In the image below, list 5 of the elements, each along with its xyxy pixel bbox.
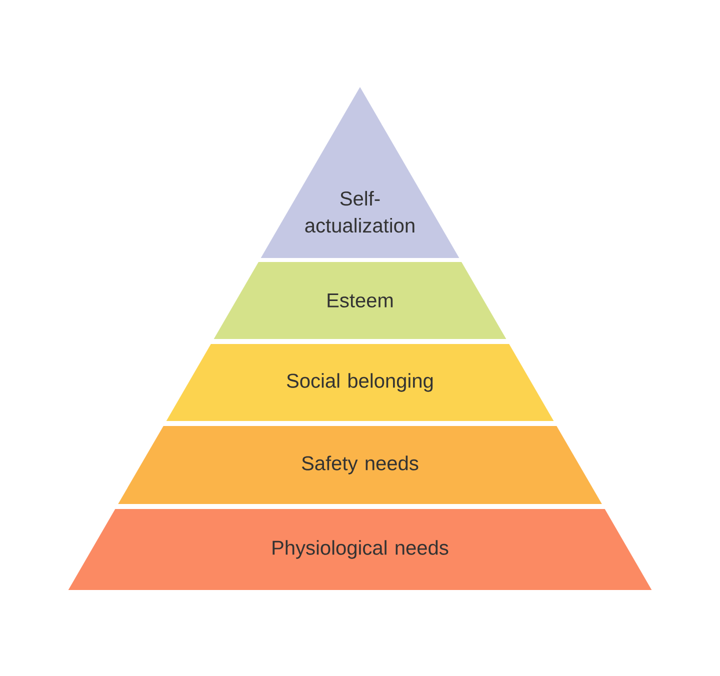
pyramid-level: Physiological needs bbox=[68, 509, 652, 590]
pyramid-level: Esteem bbox=[214, 262, 506, 339]
pyramid-level: Self-actualization bbox=[260, 87, 460, 258]
pyramid-level: Social belonging bbox=[166, 344, 554, 421]
pyramid-level: Safety needs bbox=[118, 426, 602, 504]
